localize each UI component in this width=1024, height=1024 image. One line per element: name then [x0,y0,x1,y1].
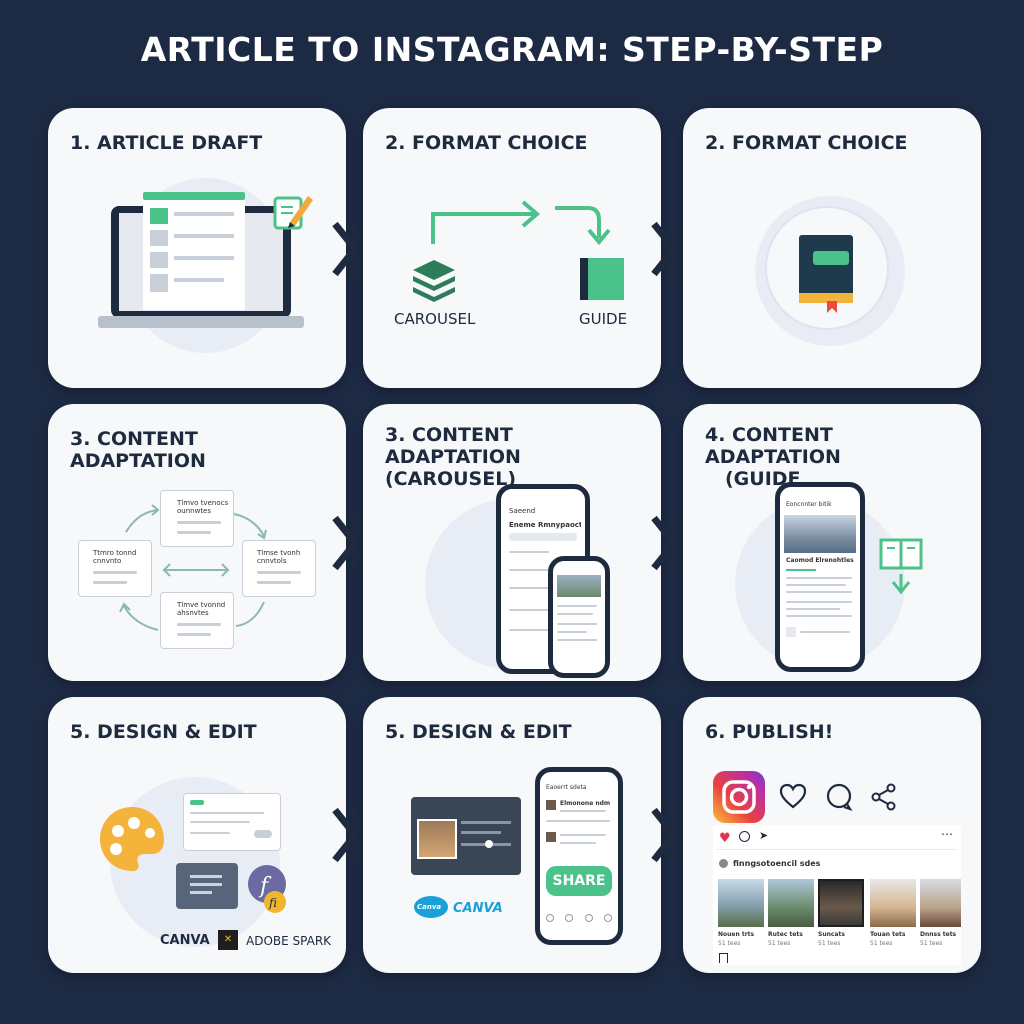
adaptation-node: Ttmro tonnd cnnvnto [78,540,152,597]
editor-panel [183,793,281,851]
canva-logo-icon [414,896,448,918]
heart-icon[interactable] [779,783,807,809]
photo-thumb[interactable] [818,879,864,927]
canva-label: CANVA [453,901,503,916]
share-phone: Eaoerrt sdeta Elmonone ndm SHARE [535,767,623,945]
canva-label: CANVA [160,933,210,948]
carousel-label: CAROUSEL [394,310,476,328]
step-title: 3. CONTENT ADAPTATION (CAROUSEL) [385,424,521,490]
step-card-9: 6. PUBLISH! ♥ ➤ ⋯ finn [683,697,981,973]
svg-text:fi: fi [268,896,277,910]
bookmark-icon[interactable] [719,953,728,963]
laptop-icon [98,192,304,328]
canva-logo-text: Canva [417,903,442,911]
step-title: 6. PUBLISH! [705,721,834,743]
editor-window [411,797,521,875]
stack-icon [413,260,455,302]
send-icon[interactable]: ➤ [759,829,769,842]
open-book-download-icon [879,538,923,595]
adaptation-node: Tlmvo tvenocs ounnwtes [160,490,234,547]
share-button[interactable]: SHARE [546,866,612,896]
comment-small-icon[interactable] [739,831,750,842]
pencil-note-icon [273,196,313,230]
like-heart-icon[interactable]: ♥ [719,831,731,846]
step-title: 2. FORMAT CHOICE [705,132,908,154]
step-card-6: 4. CONTENT ADAPTATION (GUIDE Eoncnnter b… [683,404,981,681]
more-icon[interactable]: ⋯ [941,827,953,841]
adobe-spark-label: ADOBE SPARK [246,934,332,948]
step-title: 5. DESIGN & EDIT [70,721,257,743]
carousel-phone-front [548,556,610,678]
step-card-4: 3. CONTENT ADAPTATION Tlmvo tvenocs ounn… [48,404,346,681]
profile-name: finngsotoencil sdes [733,859,821,868]
page-title: ARTICLE TO INSTAGRAM: STEP-BY-STEP [140,30,884,69]
guide-book-icon [580,258,624,300]
avatar [719,859,728,868]
cycle-arrows-icon [119,504,267,631]
guide-label: GUIDE [579,310,628,328]
guide-phone: Eoncnnter bitik Caomod Elrenohtles [775,482,865,672]
step-title: 1. ARTICLE DRAFT [70,132,263,154]
branch-arrow-icon [431,200,611,246]
photo-thumb[interactable] [870,879,916,927]
step-card-7: 5. DESIGN & EDIT f fi CANVA ✕ ADOBE SPAR… [48,697,346,973]
adaptation-node: Tlmve tvonnd ahsnvtes [160,592,234,649]
document-card-icon [176,863,238,909]
book-icon [799,235,853,313]
instagram-icon [713,771,765,823]
step-title: 5. DESIGN & EDIT [385,721,572,743]
share-icon[interactable] [871,783,897,811]
step-title: 4. CONTENT ADAPTATION (GUIDE [705,424,841,490]
adobe-spark-icon: f fi [248,865,286,913]
step-title: 2. FORMAT CHOICE [385,132,588,154]
photo-thumb[interactable] [718,879,764,927]
step-card-1: 1. ARTICLE DRAFT [48,108,346,388]
adaptation-node: Tlmse tvonh cnnvtols [242,540,316,597]
comment-icon[interactable] [825,783,853,811]
step-card-3: 2. FORMAT CHOICE [683,108,981,388]
adobe-spark-logo: ✕ [218,930,238,950]
step-card-8: 5. DESIGN & EDIT Canva CANVA Eaoerrt sde… [363,697,661,973]
step-title: 3. CONTENT ADAPTATION [70,428,206,472]
palette-icon [100,807,164,871]
step-card-2: 2. FORMAT CHOICE CAROUSEL GUIDE [363,108,661,388]
feed-panel: ♥ ➤ ⋯ finngsotoencil sdes Nouen trts Rut… [713,825,961,965]
photo-thumb[interactable] [768,879,814,927]
step-card-5: 3. CONTENT ADAPTATION (CAROUSEL) Saeend … [363,404,661,681]
photo-thumb[interactable] [920,879,961,927]
